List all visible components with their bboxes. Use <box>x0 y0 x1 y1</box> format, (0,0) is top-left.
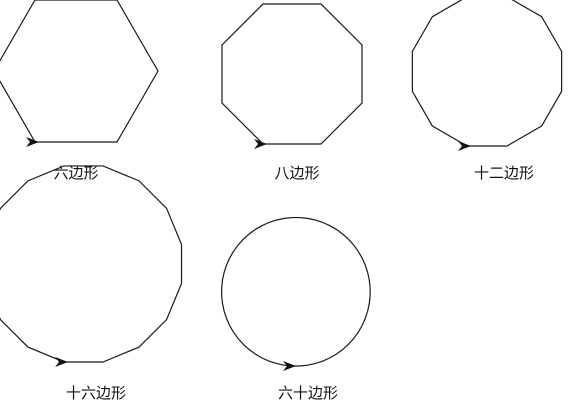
turtle-arrow-icon <box>458 141 471 151</box>
turtle-arrow-icon <box>55 357 68 367</box>
hexadecagon-shape <box>0 165 183 363</box>
figure-hexagon: 六边形 <box>0 0 159 182</box>
dodecagon-label: 十二边形 <box>474 164 534 182</box>
hexacontagon-label: 六十边形 <box>278 384 338 402</box>
hexagon-shape <box>0 0 159 143</box>
hexadecagon-label: 十六边形 <box>66 384 126 402</box>
turtle-arrow-icon <box>254 139 267 149</box>
turtle-arrow-icon <box>26 137 39 147</box>
octagon-shape <box>221 3 363 145</box>
figure-hexacontagon: 六十边形 <box>221 216 371 402</box>
turtle-arrow-icon <box>283 361 296 371</box>
figure-dodecagon: 十二边形 <box>411 0 563 182</box>
hexacontagon-shape <box>221 216 371 367</box>
octagon-label: 八边形 <box>274 164 319 182</box>
hexagon-label: 六边形 <box>53 164 98 182</box>
dodecagon-shape <box>411 0 563 147</box>
figure-hexadecagon: 十六边形 <box>0 165 183 402</box>
figure-octagon: 八边形 <box>221 3 363 182</box>
